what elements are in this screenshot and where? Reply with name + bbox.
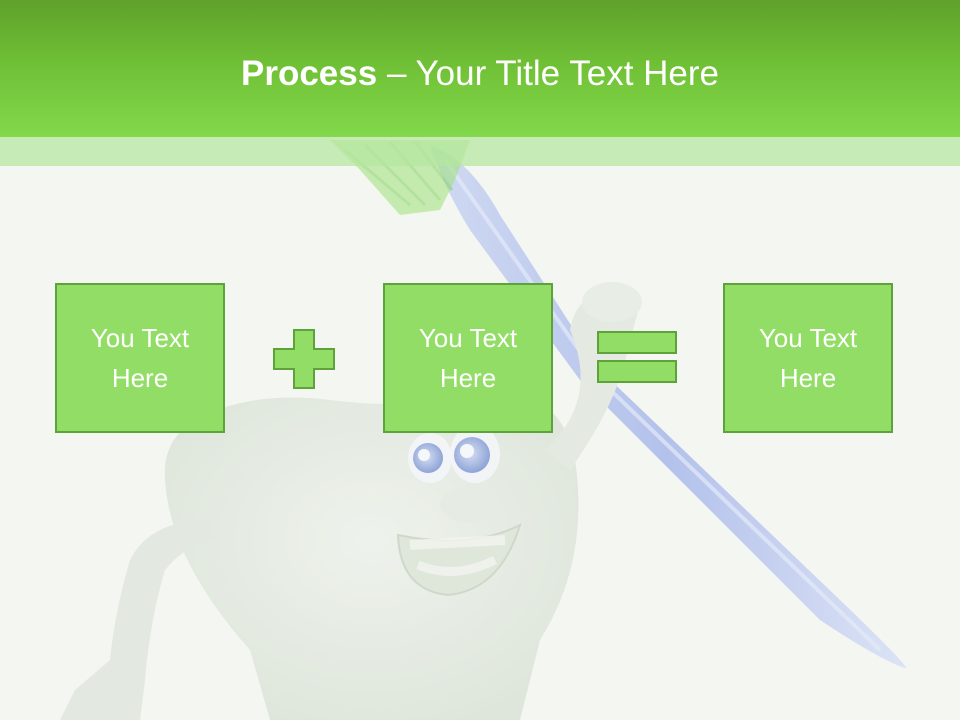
process-box-1[interactable]: You Text Here — [55, 283, 225, 433]
equals-icon — [597, 331, 677, 383]
process-box-2-label: You Text Here — [418, 323, 518, 393]
title-accent-strip — [0, 137, 960, 166]
process-box-1-label: You Text Here — [90, 323, 190, 393]
process-box-2[interactable]: You Text Here — [383, 283, 553, 433]
plus-icon — [273, 329, 335, 389]
tooth-character — [60, 282, 642, 720]
title-bold: Process — [241, 54, 378, 93]
title-bar — [0, 0, 960, 137]
process-box-3[interactable]: You Text Here — [723, 283, 893, 433]
slide-title: Process – Your Title Text Here — [0, 52, 960, 96]
process-box-3-label: You Text Here — [758, 323, 858, 393]
title-rest: – Your Title Text Here — [377, 54, 719, 93]
